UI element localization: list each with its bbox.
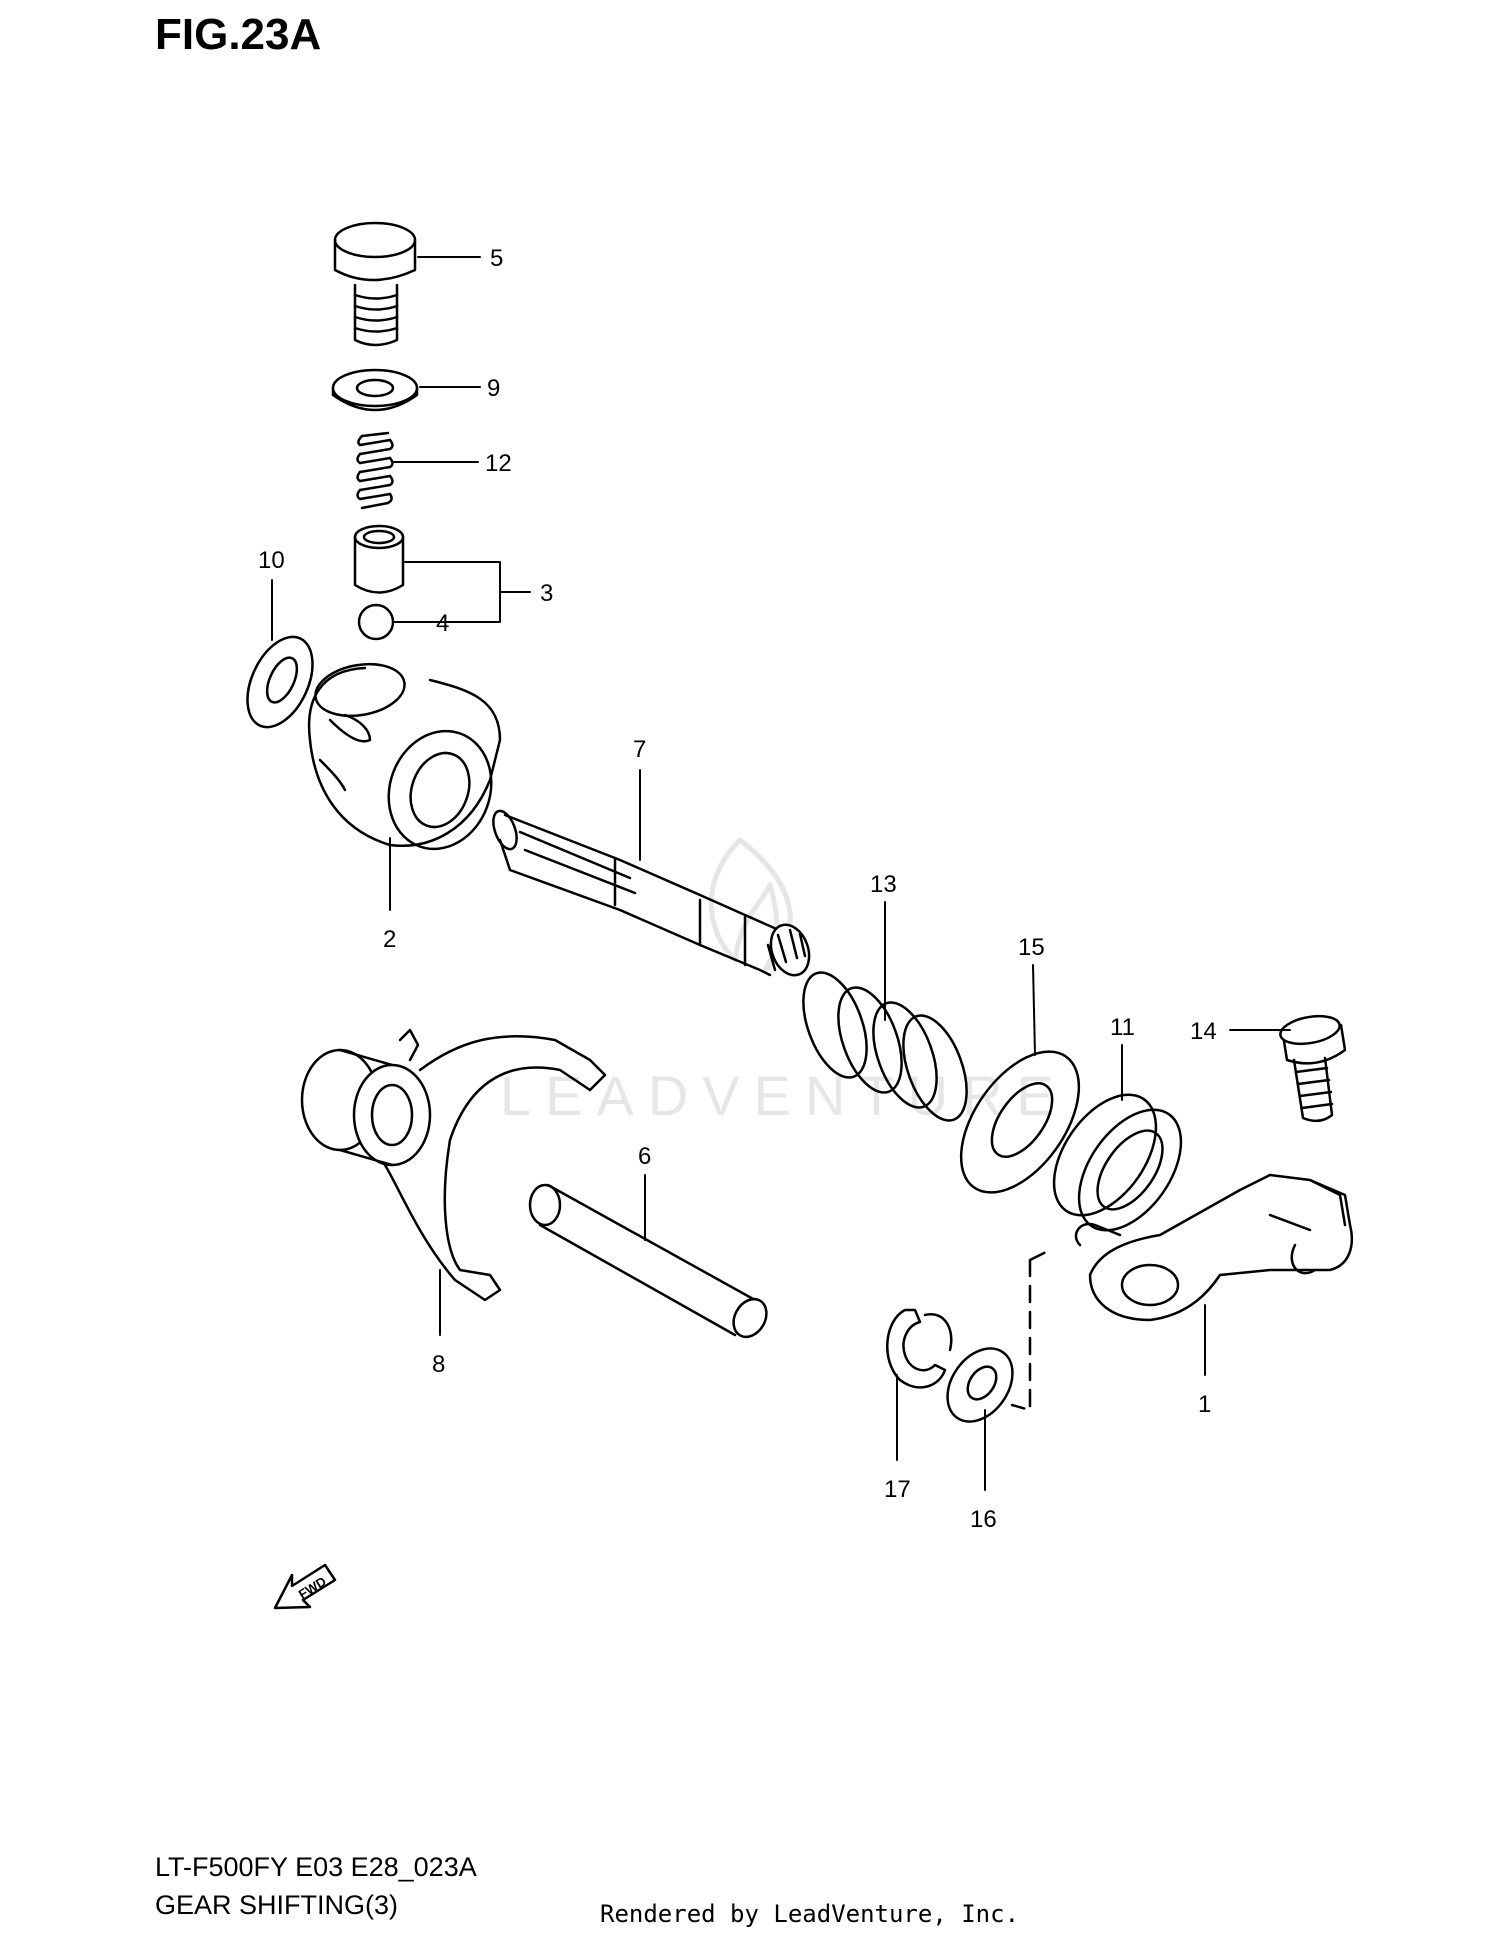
callout-14: 14 xyxy=(1190,1018,1217,1045)
model-code: LT-F500FY E03 E28_023A xyxy=(155,1852,477,1882)
callout-4: 4 xyxy=(436,610,449,637)
part-9-washer[interactable] xyxy=(331,368,419,412)
callout-17: 17 xyxy=(884,1476,911,1503)
render-credit: Rendered by LeadVenture, Inc. xyxy=(600,1900,1020,1928)
part-7-gearshift-shaft[interactable] xyxy=(489,808,816,981)
callout-5: 5 xyxy=(490,245,503,272)
section-name: GEAR SHIFTING(3) xyxy=(155,1890,399,1920)
part-13-return-spring[interactable] xyxy=(791,964,979,1129)
callout-1: 1 xyxy=(1198,1391,1211,1418)
part-11-oil-seal[interactable] xyxy=(1033,1076,1202,1248)
part-3-detent-piston[interactable] xyxy=(353,524,405,594)
part-6-pin[interactable] xyxy=(528,1183,773,1343)
callout-8: 8 xyxy=(432,1351,445,1378)
callout-12: 12 xyxy=(485,450,512,477)
part-12-spring[interactable] xyxy=(356,431,394,510)
watermark: LEADVENTURE xyxy=(500,837,1068,1127)
assembly-line xyxy=(1010,1248,1052,1412)
leader-lines xyxy=(271,256,1291,1491)
part-5-bolt[interactable] xyxy=(333,221,417,347)
callouts: 5 9 12 10 3 4 7 13 2 15 11 14 6 8 1 17 1… xyxy=(258,245,1217,1533)
callout-2: 2 xyxy=(383,926,396,953)
callout-9: 9 xyxy=(487,375,500,402)
part-8-shift-fork[interactable] xyxy=(300,1028,607,1302)
part-2-gearshift-cam[interactable] xyxy=(307,658,507,864)
callout-13: 13 xyxy=(870,871,897,898)
callout-3: 3 xyxy=(540,580,553,607)
callout-11: 11 xyxy=(1110,1014,1135,1041)
part-4-ball[interactable] xyxy=(357,603,395,641)
callout-10: 10 xyxy=(258,547,285,574)
watermark-text: LEADVENTURE xyxy=(500,1064,1068,1127)
part-15-washer[interactable] xyxy=(937,1031,1102,1214)
fwd-arrow: FWD xyxy=(273,1563,337,1610)
part-14-bolt[interactable] xyxy=(1278,1012,1347,1123)
fwd-label: FWD xyxy=(296,1574,329,1602)
callout-16: 16 xyxy=(970,1506,997,1533)
part-1-shift-arm[interactable] xyxy=(1074,1173,1354,1322)
callout-15: 15 xyxy=(1018,934,1045,961)
part-10-washer[interactable] xyxy=(234,627,325,738)
part-17-e-ring[interactable] xyxy=(886,1308,953,1389)
callout-7: 7 xyxy=(633,736,646,763)
callout-6: 6 xyxy=(638,1143,651,1170)
figure-title: FIG.23A xyxy=(155,10,322,59)
part-16-washer[interactable] xyxy=(934,1336,1026,1434)
